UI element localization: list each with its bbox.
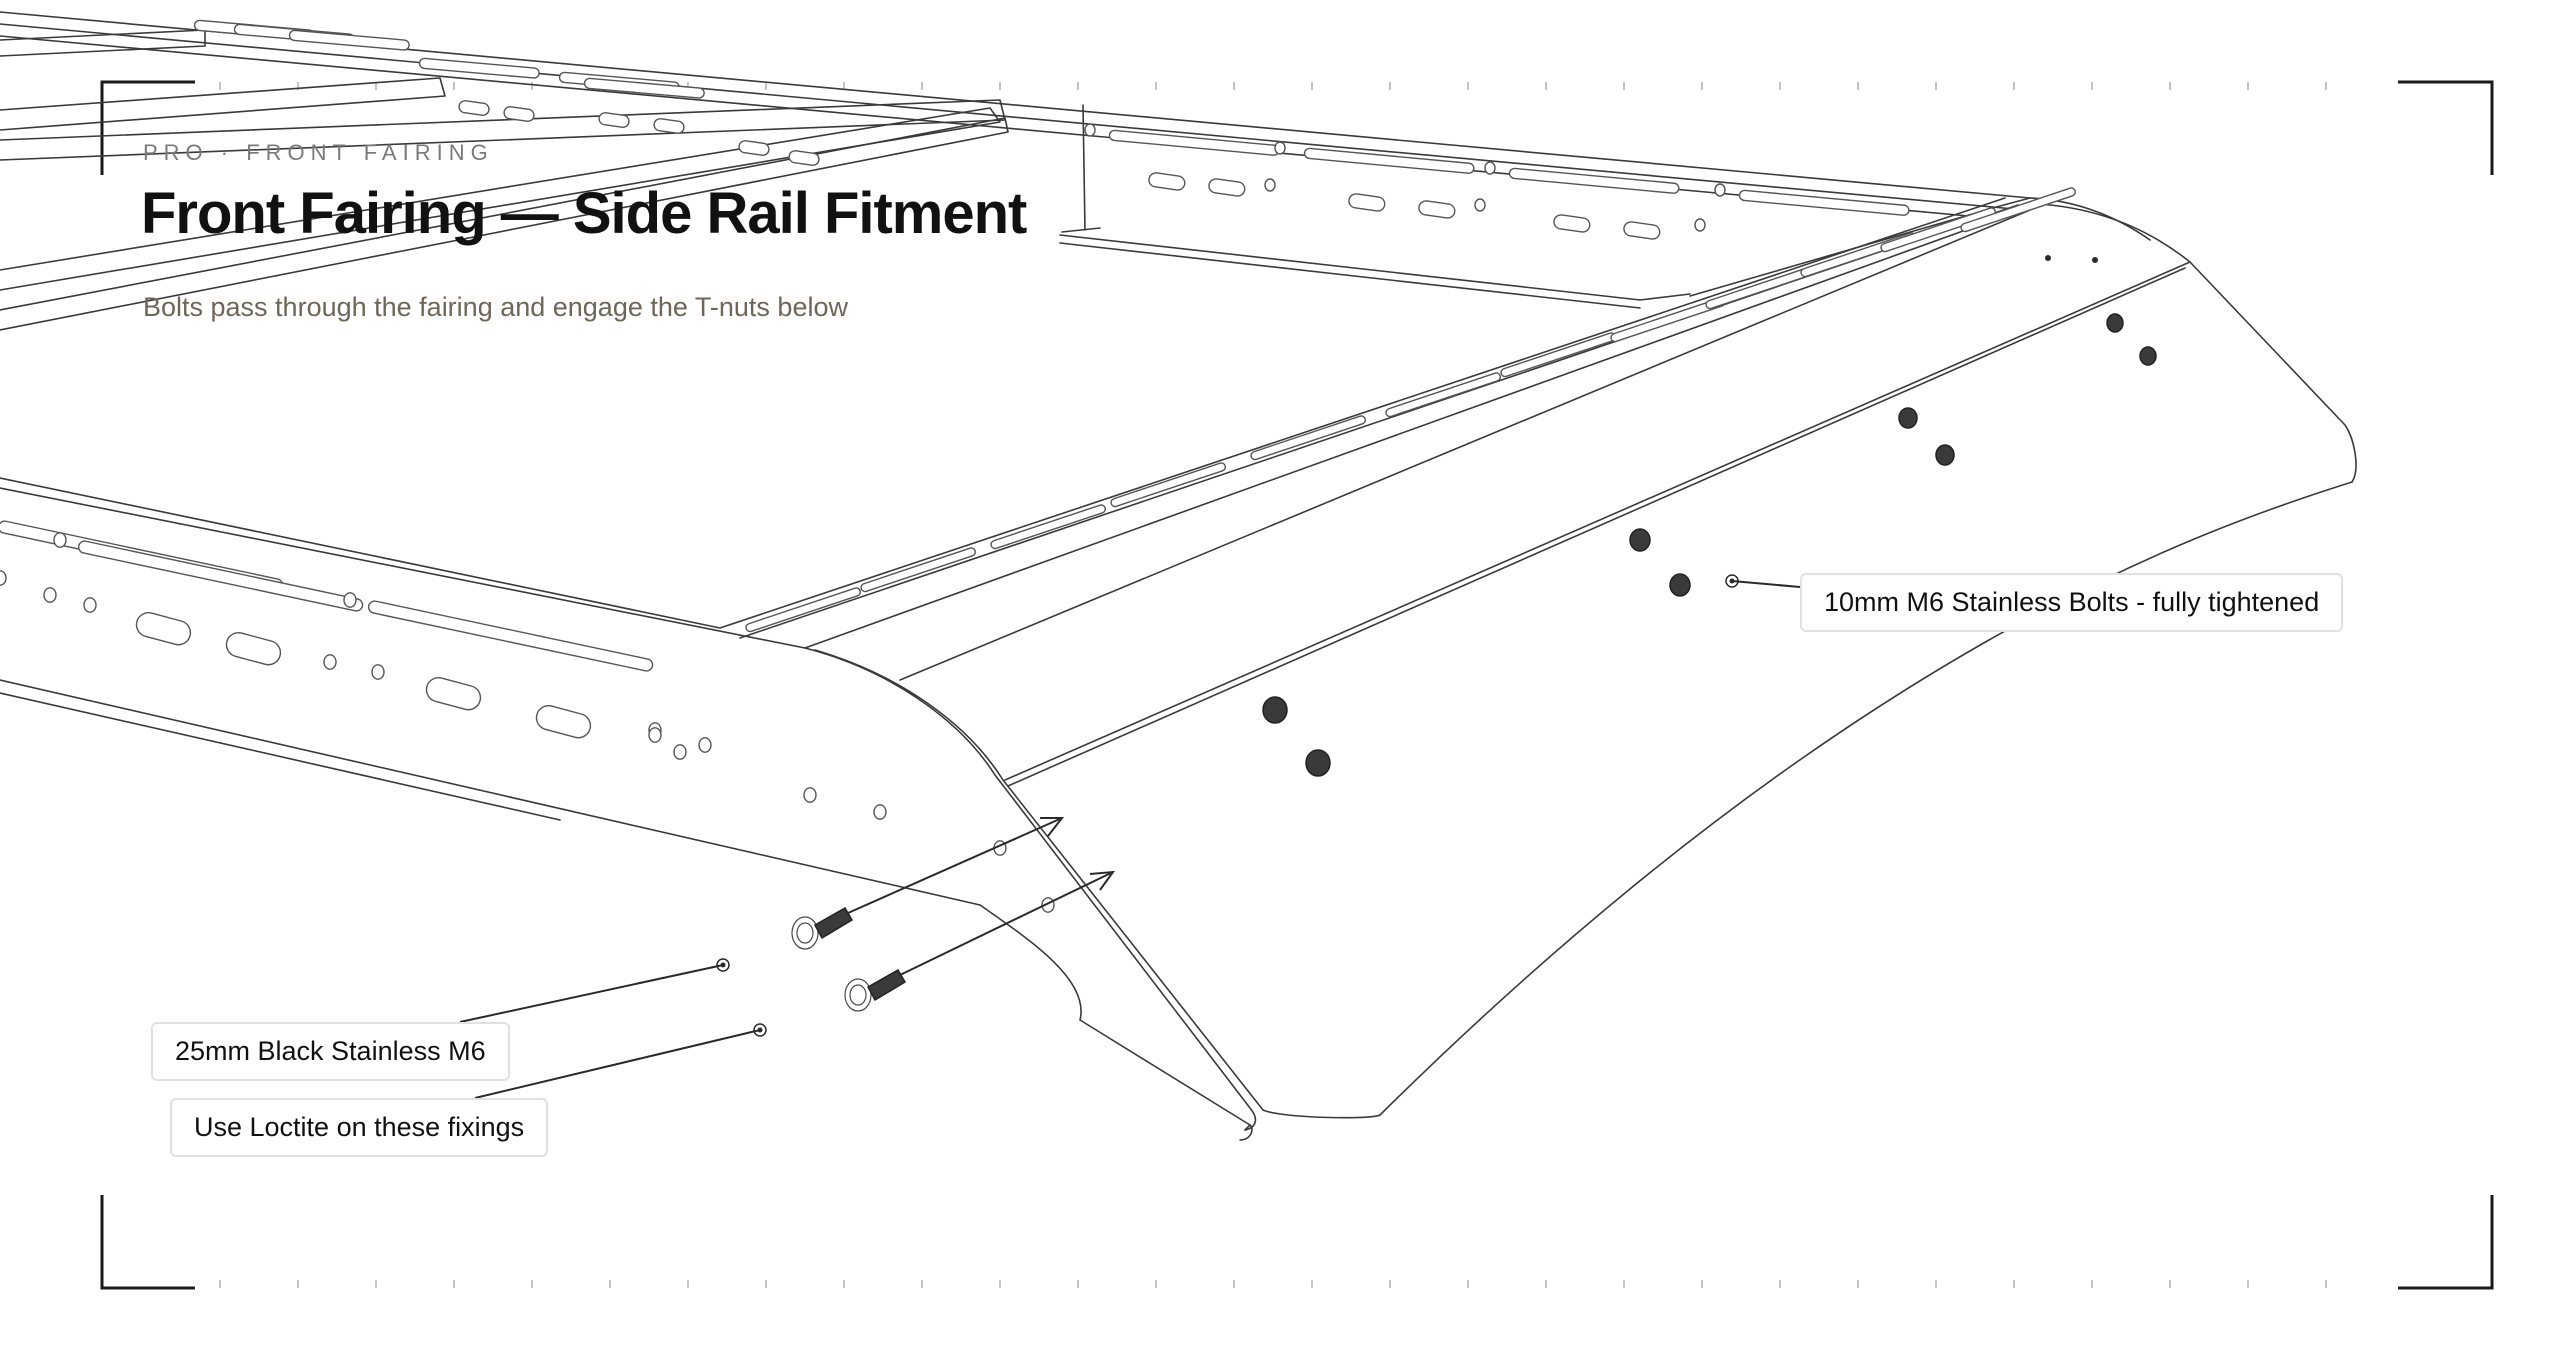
section-eyebrow: PRO · FRONT FAIRING [143,140,494,165]
corner-top-right [2398,80,2494,175]
callout-loctite: Use Loctite on these fixings [170,1098,549,1157]
callout-10mm-bolts: 10mm M6 Stainless Bolts - fully tightene… [1800,573,2344,632]
callout-25mm-bolts: 25mm Black Stainless M6 [151,1022,510,1081]
corner-top-left [100,80,195,175]
exploded-bolts [791,817,1116,1012]
corner-bottom-right [2398,1195,2494,1290]
frame-corners [100,80,2494,1290]
callout-leaders [459,574,1801,1099]
corner-bottom-left [100,1195,195,1290]
page-title: Front Fairing — Side Rail Fitment [141,181,1027,246]
installed-bolts [1262,255,2157,777]
page-subtitle: Bolts pass through the fairing and engag… [143,292,848,322]
frame-ticks [219,82,2327,1288]
rail-slots [0,19,2076,913]
fairing-panel [804,197,2357,1141]
